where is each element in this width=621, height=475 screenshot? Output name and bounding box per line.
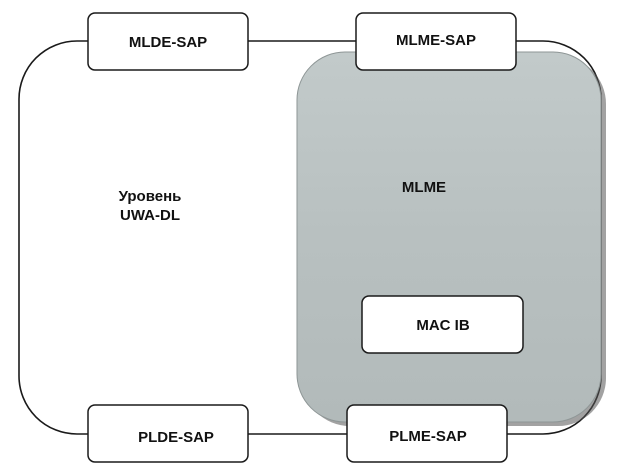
plde-sap-box	[87, 404, 249, 463]
mlde-sap-box	[87, 12, 249, 71]
layer-label-line1: Уровень	[119, 188, 182, 205]
mlme-sap-box	[355, 12, 517, 71]
mlde-sap-label: MLDE-SAP	[129, 34, 207, 51]
mlme-label: MLME	[402, 179, 446, 196]
mlme-block	[296, 51, 602, 423]
mac-ib-label: MAC IB	[416, 317, 469, 334]
plde-sap-label: PLDE-SAP	[138, 429, 214, 446]
layer-label-line2: UWA-DL	[120, 207, 180, 224]
plme-sap-label: PLME-SAP	[389, 428, 467, 445]
mac-ib-box	[361, 295, 524, 354]
plme-sap-box	[346, 404, 508, 463]
mlme-sap-label: MLME-SAP	[396, 32, 476, 49]
